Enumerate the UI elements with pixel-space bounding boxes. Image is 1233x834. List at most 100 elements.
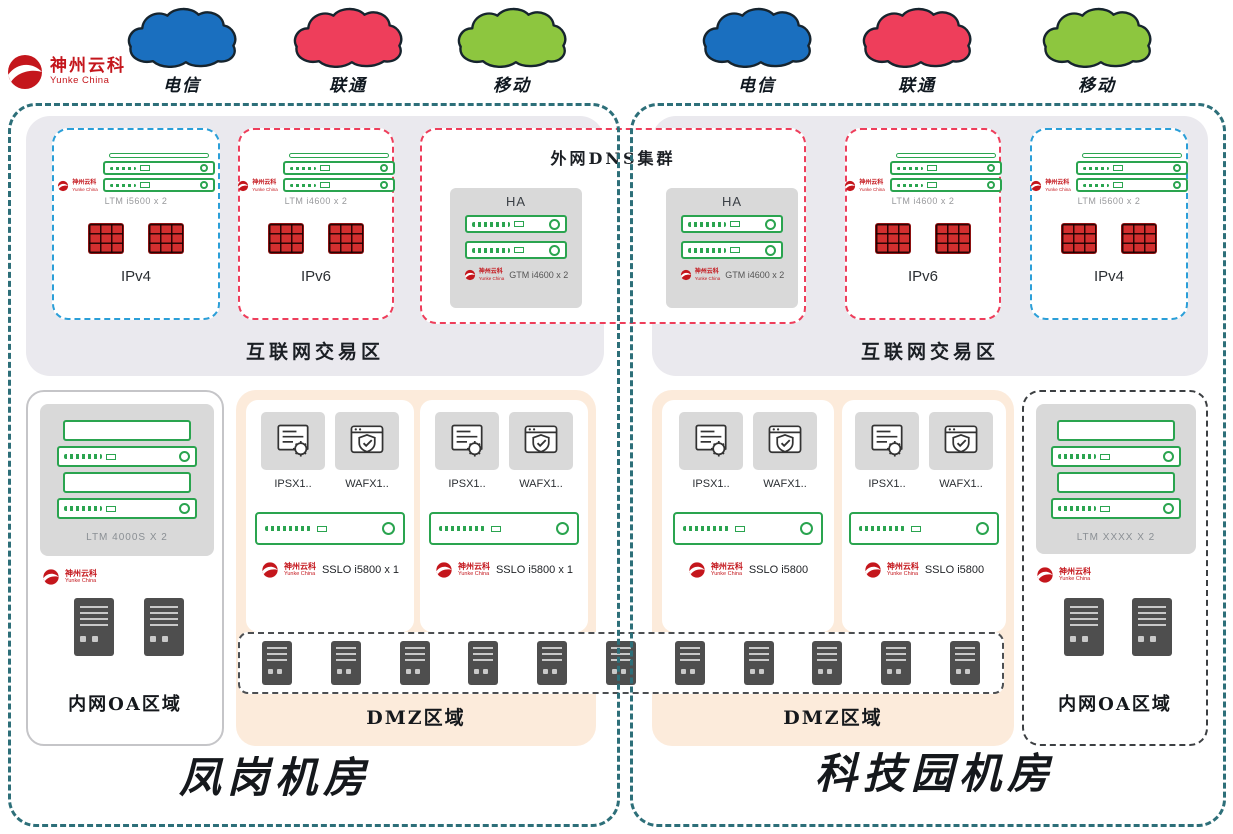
- cloud-icon: [293, 7, 403, 68]
- dmz-zone-label: DMZ区域: [366, 707, 466, 729]
- device-model-label: LTM i4600 x 2: [284, 196, 348, 206]
- ips-tile: [855, 412, 919, 470]
- firewall-icon: [149, 224, 183, 253]
- ips-icon: [277, 424, 309, 457]
- firewall-icon: [876, 224, 910, 253]
- server-icon: [812, 641, 843, 685]
- datacenter-title-left: 凤岗机房: [178, 753, 371, 802]
- cloud-label: 移动: [1078, 76, 1116, 96]
- oa-device-panel: LTM XXXX X 2: [1036, 404, 1196, 554]
- ips-label: IPSX1..: [868, 478, 906, 490]
- ips-icon: [451, 424, 483, 457]
- yunke-swirl-icon: [1037, 567, 1053, 583]
- ltm-appliance-icon: [102, 153, 215, 192]
- ips-tile: [435, 412, 499, 470]
- firewall-icon: [1122, 224, 1156, 253]
- yunke-logo: 神州云科 Yunke China: [5, 52, 126, 92]
- server-icon: [1132, 598, 1172, 656]
- ip-version-label: IPv6: [907, 268, 938, 285]
- waf-icon: [768, 425, 802, 454]
- waf-tile: [929, 412, 993, 470]
- device-model-label: GTM i4600 x 2: [725, 270, 785, 280]
- cloud-mobile-right: 移动: [1037, 6, 1157, 96]
- cloud-label: 联通: [898, 76, 936, 96]
- waf-label: WAFX1..: [519, 478, 563, 490]
- ha-label: HA: [721, 194, 743, 209]
- sslo-label: SSLO i5800 x 1: [495, 564, 574, 576]
- server-icon: [399, 641, 430, 685]
- firewall-icon: [329, 224, 363, 253]
- waf-tile: [335, 412, 399, 470]
- cloud-icon: [127, 7, 237, 68]
- oa-device-panel: LTM 4000S X 2: [40, 404, 214, 556]
- yunke-swirl-icon: [43, 569, 59, 585]
- waf-icon: [944, 425, 978, 454]
- server-icon: [537, 641, 568, 685]
- dns-cluster-title: 外网DNS集群: [550, 149, 676, 168]
- server-icon: [144, 598, 184, 656]
- ltm-appliance-icon: [57, 420, 197, 519]
- oa-zone-label: 内网OA区域: [1058, 694, 1172, 715]
- cloud-icon: [862, 7, 972, 68]
- server-icon: [605, 641, 636, 685]
- waf-tile: [753, 412, 817, 470]
- logo-subtitle: Yunke China: [50, 74, 110, 86]
- logo-title: 神州云科: [50, 56, 126, 76]
- cloud-telecom-left: 电信: [122, 6, 242, 96]
- device-model-label: LTM 4000S X 2: [86, 532, 168, 543]
- yunke-swirl-icon: [680, 269, 691, 281]
- server-icon: [1064, 598, 1104, 656]
- cloud-label: 电信: [163, 76, 201, 96]
- firewall-icon: [936, 224, 970, 253]
- yunke-swirl-icon: [689, 562, 705, 578]
- yunke-swirl-icon: [1031, 180, 1042, 192]
- yunke-swirl-icon: [865, 562, 881, 578]
- yunke-swirl-icon: [262, 562, 278, 578]
- server-icon: [674, 641, 705, 685]
- server-icon: [468, 641, 499, 685]
- cloud-unicom-left: 联通: [288, 6, 408, 96]
- sslo-appliance-icon: [849, 512, 999, 545]
- ltm-appliance-icon: [1051, 420, 1181, 519]
- cloud-telecom-right: 电信: [697, 6, 817, 96]
- server-farm-strip: [238, 632, 1004, 694]
- sslo-appliance-icon: [429, 512, 579, 545]
- dmz-zone-label: DMZ区域: [783, 707, 883, 729]
- server-icon: [881, 641, 912, 685]
- ips-tile: [261, 412, 325, 470]
- cloud-label: 移动: [493, 76, 531, 96]
- ip-version-label: IPv4: [120, 268, 151, 285]
- cloud-icon: [457, 7, 567, 68]
- waf-label: WAFX1..: [939, 478, 983, 490]
- cloud-unicom-right: 联通: [857, 6, 977, 96]
- yunke-swirl-icon: [845, 180, 856, 192]
- ip-version-label: IPv6: [300, 268, 331, 285]
- cloud-label: 电信: [738, 76, 776, 96]
- yunke-swirl-icon: [436, 562, 452, 578]
- device-model-label: LTM i5600 x 2: [104, 196, 168, 206]
- server-icon: [330, 641, 361, 685]
- cloud-icon: [702, 7, 812, 68]
- device-model-label: LTM i4600 x 2: [891, 196, 955, 206]
- ips-label: IPSX1..: [692, 478, 730, 490]
- firewall-icon: [1062, 224, 1096, 253]
- ips-label: IPSX1..: [274, 478, 312, 490]
- sslo-appliance-icon: [673, 512, 823, 545]
- sslo-label: SSLO i5800: [924, 564, 985, 576]
